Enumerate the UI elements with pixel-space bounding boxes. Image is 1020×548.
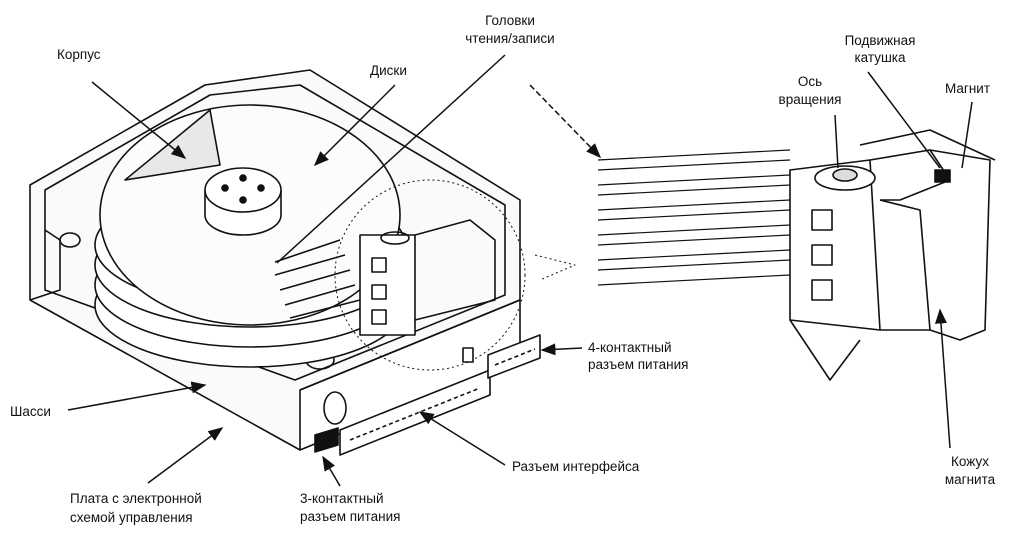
label-heads-line1: Головки [485, 13, 535, 28]
label-heads-line2: чтения/записи [465, 31, 555, 46]
label-axis-line1: Ось [797, 74, 823, 89]
label-coil-line2: катушка [854, 50, 906, 65]
leader-lines [67, 54, 973, 487]
label-chassis: Шасси [10, 404, 51, 419]
label-interface: Разъем интерфейса [512, 459, 640, 474]
magnification-arrow-icon [534, 254, 576, 281]
power-connector-3pin [314, 427, 339, 453]
spindle [204, 167, 282, 236]
label-power4-line2: разъем питания [588, 357, 689, 372]
label-power3-line1: 3-контактный [300, 491, 384, 506]
drive-head-assembly [274, 219, 496, 336]
head-stack-assembly [597, 129, 996, 381]
label-magnet: Магнит [945, 81, 991, 96]
label-board-line1: Плата с электронной [70, 491, 202, 506]
magnification-circle [334, 179, 526, 371]
label-board-line2: схемой управления [70, 510, 193, 525]
label-magnet-cover-line1: Кожух [951, 454, 989, 469]
label-disks: Диски [370, 63, 407, 78]
interface-connector [339, 369, 491, 456]
platters [94, 104, 406, 368]
label-axis-line2: вращения [778, 92, 842, 107]
label-housing: Корпус [57, 47, 101, 62]
label-magnet-cover-line2: магнита [944, 472, 996, 487]
label-power3-line2: разъем питания [300, 509, 401, 524]
label-coil-line1: Подвижная [844, 33, 916, 48]
power-connector-4pin [462, 334, 541, 379]
label-power4-line1: 4-контактный [588, 340, 672, 355]
